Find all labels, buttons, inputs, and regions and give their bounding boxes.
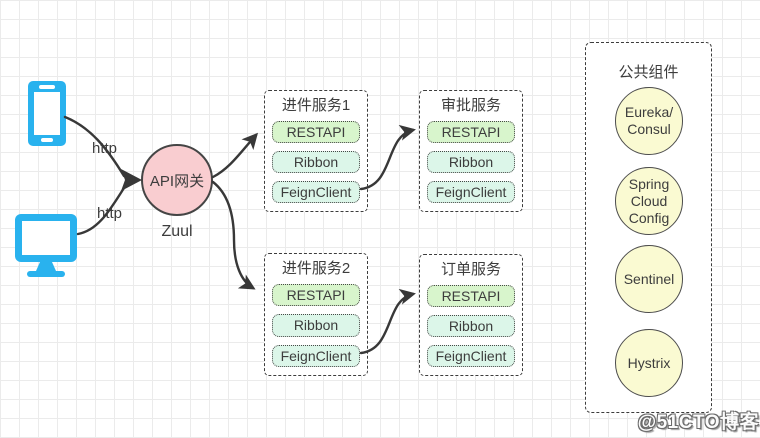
component-ribbon: Ribbon (272, 151, 360, 173)
arrowhead-into-gateway (121, 169, 142, 191)
service-title: 订单服务 (440, 261, 501, 278)
service-title: 审批服务 (440, 97, 501, 114)
api-gateway-label: API网关 (149, 172, 205, 190)
arrow-gateway-to-service2 (211, 180, 256, 290)
smartphone-icon (28, 81, 66, 146)
common-item-eureka-consul: Eureka/ Consul (615, 87, 683, 155)
service-box-order: 订单服务 RESTAPI Ribbon FeignClient (419, 254, 523, 376)
service-box-intake-2: 进件服务2 RESTAPI Ribbon FeignClient (264, 253, 368, 376)
api-gateway-node: API网关 (141, 144, 213, 216)
component-restapi: RESTAPI (272, 121, 360, 143)
component-restapi: RESTAPI (427, 121, 515, 143)
service-title: 进件服务1 (281, 97, 351, 114)
service-box-approval: 审批服务 RESTAPI Ribbon FeignClient (419, 90, 523, 212)
gateway-caption-zuul: Zuul (161, 223, 193, 240)
watermark-51cto: @51CTO博客 (637, 412, 759, 433)
http-label-top: http (92, 140, 118, 157)
common-item-hystrix: Hystrix (615, 329, 683, 397)
arrow-service1-to-approval (359, 124, 416, 191)
service-box-intake-1: 进件服务1 RESTAPI Ribbon FeignClient (264, 90, 368, 212)
component-ribbon: Ribbon (427, 315, 515, 337)
component-restapi: RESTAPI (427, 285, 515, 307)
component-feignclient: FeignClient (427, 181, 515, 203)
common-components-box: 公共组件 Eureka/ Consul Spring Cloud Config … (585, 42, 712, 413)
component-feignclient: FeignClient (272, 181, 360, 203)
arrow-gateway-to-service1 (211, 132, 258, 179)
http-label-bottom: http (97, 205, 123, 222)
service-title: 进件服务2 (281, 260, 351, 277)
component-feignclient: FeignClient (427, 345, 515, 367)
monitor-icon (15, 214, 77, 277)
common-item-spring-cloud-config: Spring Cloud Config (615, 167, 683, 235)
component-ribbon: Ribbon (427, 151, 515, 173)
common-components-title: 公共组件 (618, 64, 679, 81)
component-feignclient: FeignClient (272, 344, 360, 367)
arrow-service2-to-order (359, 288, 416, 355)
component-ribbon: Ribbon (272, 314, 360, 337)
common-item-sentinel: Sentinel (615, 245, 683, 313)
component-restapi: RESTAPI (272, 284, 360, 307)
